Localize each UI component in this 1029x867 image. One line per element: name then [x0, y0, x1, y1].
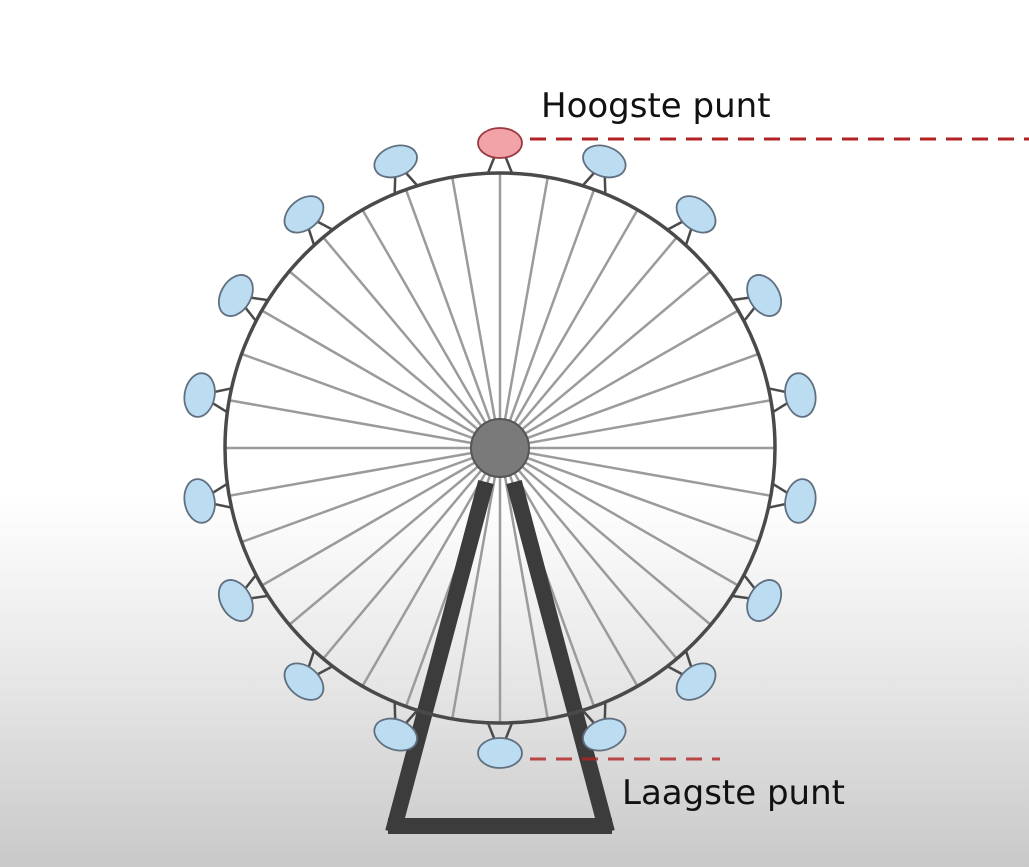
cabin-body [283, 662, 325, 701]
cabin-body [582, 144, 627, 179]
support-frame-legs [385, 479, 615, 835]
cabin-highest [477, 127, 523, 174]
cabin [283, 650, 334, 701]
cabins-group [183, 127, 817, 769]
spoke [499, 446, 739, 587]
spoke [322, 447, 501, 660]
cabin-body [746, 579, 783, 622]
cabin-body [784, 478, 817, 524]
cabin-body [477, 737, 523, 769]
spoke [499, 270, 712, 449]
spoke [451, 447, 502, 720]
cabin [283, 195, 334, 246]
spoke [499, 447, 712, 626]
cabin [768, 478, 817, 524]
spoke [451, 176, 502, 449]
spoke [499, 352, 759, 450]
cabin-body [582, 717, 627, 752]
cabin-body [675, 662, 717, 701]
spoke [288, 447, 501, 626]
wheel-hub [470, 418, 530, 478]
cabin [731, 574, 783, 622]
spoke [499, 446, 759, 544]
spoke [499, 399, 772, 450]
cabin [768, 372, 817, 418]
lowest-point-label: Laagste punt [622, 773, 845, 813]
cabin-lowest [477, 722, 523, 769]
spoke [261, 309, 501, 450]
spoke [498, 176, 549, 449]
spoke [288, 270, 501, 449]
cabin-body [373, 717, 418, 752]
spoke [361, 209, 502, 449]
cabin [183, 478, 232, 524]
cabin-body [746, 274, 783, 317]
cabin [373, 144, 419, 194]
cabin-body [784, 372, 817, 418]
spoke [498, 209, 639, 449]
spoke [241, 352, 501, 450]
cabin [183, 372, 232, 418]
cabin [581, 702, 627, 752]
spoke [499, 447, 678, 660]
spoke [261, 446, 501, 587]
cabin [581, 144, 627, 194]
cabin [666, 195, 717, 246]
cabin [373, 702, 419, 752]
spoke [404, 189, 502, 449]
cabin-body [183, 372, 216, 418]
cabin-body [675, 195, 717, 234]
wheel-rim [223, 171, 777, 725]
spoke [241, 446, 501, 544]
spoke [322, 236, 501, 449]
spoke [228, 446, 501, 497]
cabin [666, 650, 717, 701]
cabin [731, 274, 783, 322]
cabin [217, 574, 269, 622]
spokes-group [225, 173, 775, 723]
cabin-body [217, 274, 254, 317]
cabin-body [373, 144, 418, 179]
spoke [499, 446, 772, 497]
spoke [498, 189, 596, 449]
cabin-body [217, 579, 254, 622]
highest-point-label: Hoogste punt [541, 86, 771, 126]
cabin-body [183, 478, 216, 524]
spoke [228, 399, 501, 450]
support-leg [385, 479, 494, 835]
support-leg [506, 479, 615, 835]
cabin [217, 274, 269, 322]
cabin-body [477, 127, 523, 159]
spoke [498, 447, 549, 720]
spoke [499, 309, 739, 450]
cabin-body [283, 195, 325, 234]
spoke [499, 236, 678, 449]
